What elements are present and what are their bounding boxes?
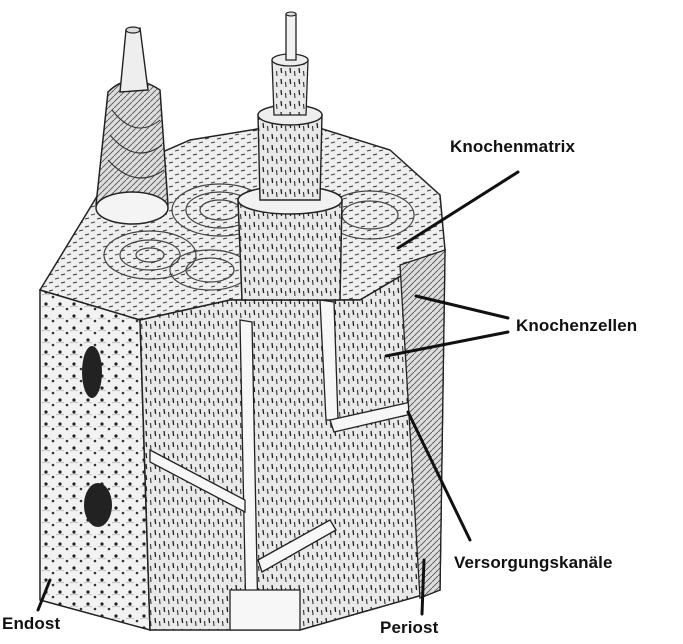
label-knochenzellen: Knochenzellen — [516, 316, 637, 336]
left-osteon-column — [96, 27, 168, 224]
label-versorgungskanaele: Versorgungskanäle — [454, 553, 613, 573]
label-endost: Endost — [2, 614, 60, 634]
label-periost: Periost — [380, 618, 438, 638]
leader-periost — [422, 560, 424, 614]
label-knochenmatrix: Knochenmatrix — [450, 137, 575, 157]
endost-surface — [40, 290, 150, 630]
